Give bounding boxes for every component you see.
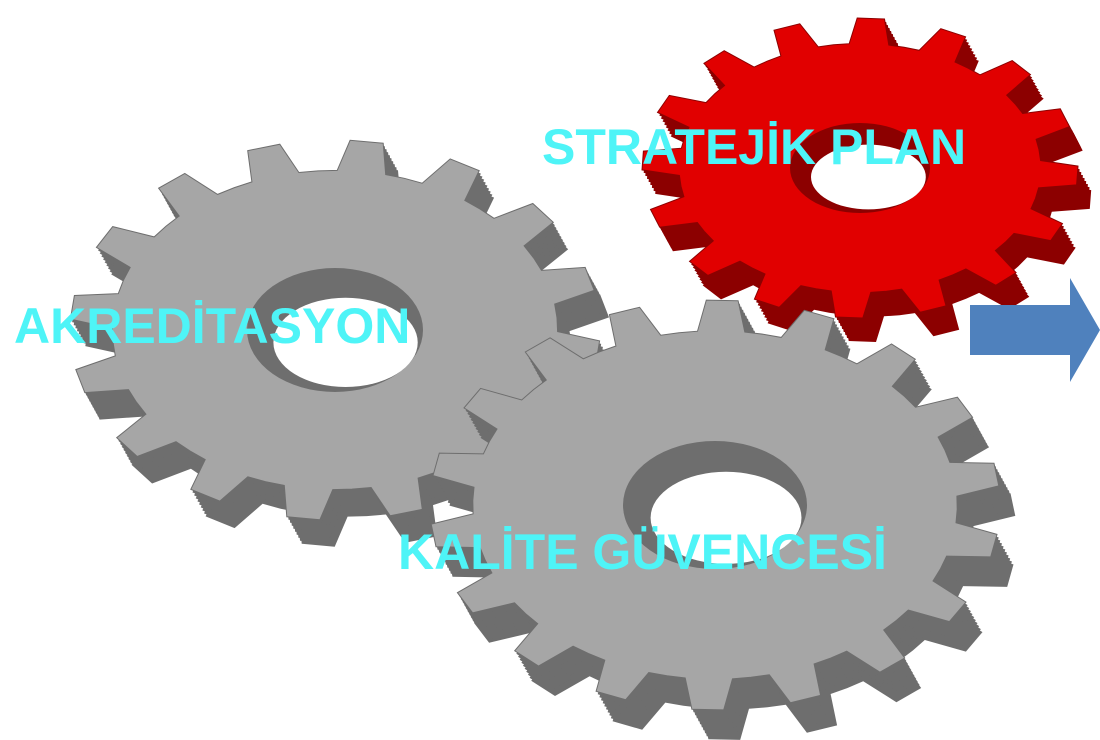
gear-stratejik-plan [641, 17, 1092, 342]
gear-akreditasyon [69, 139, 615, 547]
gear-kalite-guvencesi [430, 299, 1016, 740]
right-arrow-icon [970, 278, 1100, 382]
label-stratejik-plan: STRATEJİK PLAN [542, 119, 967, 175]
gear-hole [650, 471, 802, 564]
label-akreditasyon: AKREDİTASYON [14, 298, 411, 354]
label-kalite-guvencesi: KALİTE GÜVENCESİ [398, 524, 887, 580]
gear-hole [273, 297, 418, 388]
gear-hole [811, 144, 926, 210]
